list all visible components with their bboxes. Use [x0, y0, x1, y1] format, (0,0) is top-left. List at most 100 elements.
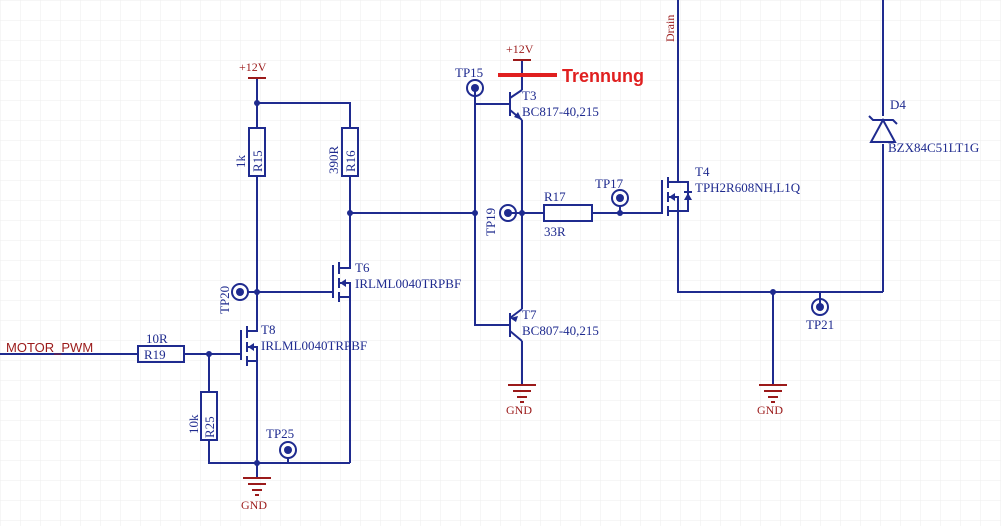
junction-dot [770, 289, 776, 295]
t4-part: TPH2R608NH,L1Q [695, 180, 801, 195]
gnd-symbol [759, 384, 787, 403]
t7-part: BC807-40,215 [522, 323, 599, 338]
wire-bottom-ground-rail [208, 440, 350, 464]
junctions [206, 100, 776, 466]
tp-ring [466, 79, 484, 97]
r17-ref: R17 [544, 189, 566, 204]
r15-ref: R15 [250, 150, 265, 172]
tp21-label: TP21 [806, 317, 834, 332]
net-label-drain: Drain [663, 15, 677, 42]
t4-body-diode [684, 193, 692, 200]
tp20-label: TP20 [217, 286, 232, 314]
tp-core [616, 194, 624, 202]
tp15-label: TP15 [455, 65, 483, 80]
junction-dot [347, 210, 353, 216]
t8-part: IRLML0040TRPBF [261, 338, 367, 353]
t6-arrow [340, 279, 346, 287]
vcc-mid: +12V [506, 42, 534, 61]
gnd-mid: GND [506, 384, 536, 417]
r19-body [137, 345, 185, 363]
d4-part: BZX84C51LT1G [888, 140, 979, 155]
r25-body [200, 391, 218, 441]
t7-ref: T7 [522, 307, 537, 322]
wires [0, 0, 884, 478]
testpoint-tp17[interactable]: TP17 [595, 176, 629, 213]
resistor-r16[interactable]: R16 390R [326, 127, 359, 177]
junction-dot [254, 100, 260, 106]
testpoint-tp15[interactable]: TP15 [455, 65, 484, 97]
tp19-label: TP19 [483, 208, 498, 236]
r15-value: 1k [233, 155, 248, 169]
tp-core [471, 84, 479, 92]
t3-ref: T3 [522, 88, 536, 103]
transistor-t4[interactable]: T4 TPH2R608NH,L1Q [661, 164, 801, 216]
t8-arrow [248, 343, 254, 351]
t7-arrow [510, 316, 518, 322]
wire-vcc-r16 [257, 102, 351, 128]
zener-diode-d4[interactable]: D4 BZX84C51LT1G [868, 97, 979, 155]
t4-arrow [669, 193, 675, 201]
r25-value: 10k [186, 414, 201, 434]
gnd-right: GND [757, 384, 787, 417]
resistor-r19[interactable]: R19 10R [137, 331, 185, 363]
net-label-motor-pwm: MOTOR_PWM [6, 340, 93, 355]
gnd-mid-label: GND [506, 403, 532, 417]
r19-ref: R19 [144, 347, 166, 362]
d4-zener-bar [868, 115, 898, 125]
t3-arrow [514, 112, 522, 120]
wire-t4-source [677, 212, 883, 293]
transistor-t8[interactable]: T8 IRLML0040TRPBF [240, 322, 367, 386]
junction-dot [206, 351, 212, 357]
t3-part: BC817-40,215 [522, 104, 599, 119]
gnd-symbol [508, 384, 536, 403]
resistor-r17[interactable]: R17 33R [543, 189, 593, 239]
trennung-label: Trennung [562, 66, 644, 86]
t8-ref: T8 [261, 322, 275, 337]
resistor-r25[interactable]: R25 10k [186, 391, 218, 441]
t4-ref: T4 [695, 164, 710, 179]
t6-ref: T6 [355, 260, 370, 275]
vcc-mid-label: +12V [506, 42, 534, 56]
gnd-symbol [243, 477, 271, 496]
vcc-left-label: +12V [239, 60, 267, 74]
d4-ref: D4 [890, 97, 906, 112]
transistor-t7[interactable]: T7 BC807-40,215 [500, 307, 599, 342]
testpoint-tp21[interactable]: TP21 [806, 298, 834, 332]
tp-core [816, 303, 824, 311]
gnd-left-label: GND [241, 498, 267, 512]
wire-base-rail [474, 88, 500, 326]
r16-ref: R16 [343, 150, 358, 172]
r17-value: 33R [544, 224, 566, 239]
t6-part: IRLML0040TRPBF [355, 276, 461, 291]
tp25-label: TP25 [266, 426, 294, 441]
testpoint-tp19[interactable]: TP19 [483, 204, 517, 236]
tp-ring [811, 298, 829, 316]
tp-ring [499, 204, 517, 222]
t7-leads [500, 308, 523, 342]
tp-core [236, 288, 244, 296]
tp-core [284, 446, 292, 454]
testpoint-tp25[interactable]: TP25 [266, 426, 297, 463]
testpoint-tp20[interactable]: TP20 [217, 283, 257, 314]
r16-value: 390R [326, 146, 341, 175]
trennung-annotation: Trennung [498, 66, 644, 86]
vcc-left: +12V [239, 60, 267, 79]
r16-body [341, 127, 359, 177]
r19-value: 10R [146, 331, 168, 346]
r15-body [248, 127, 266, 177]
gnd-right-label: GND [757, 403, 783, 417]
transistor-t3[interactable]: T3 BC817-40,215 [500, 88, 599, 121]
r25-ref: R25 [202, 416, 217, 438]
junction-dot [472, 210, 478, 216]
tp17-label: TP17 [595, 176, 624, 191]
gnd-left: GND [241, 477, 271, 512]
r17-body [543, 204, 593, 222]
resistor-r15[interactable]: R15 1k [233, 127, 266, 177]
junction-dot [519, 210, 525, 216]
d4-triangle [869, 117, 897, 143]
tp-core [504, 209, 512, 217]
transistor-t6[interactable]: T6 IRLML0040TRPBF [332, 257, 461, 325]
junction-dot [254, 460, 260, 466]
